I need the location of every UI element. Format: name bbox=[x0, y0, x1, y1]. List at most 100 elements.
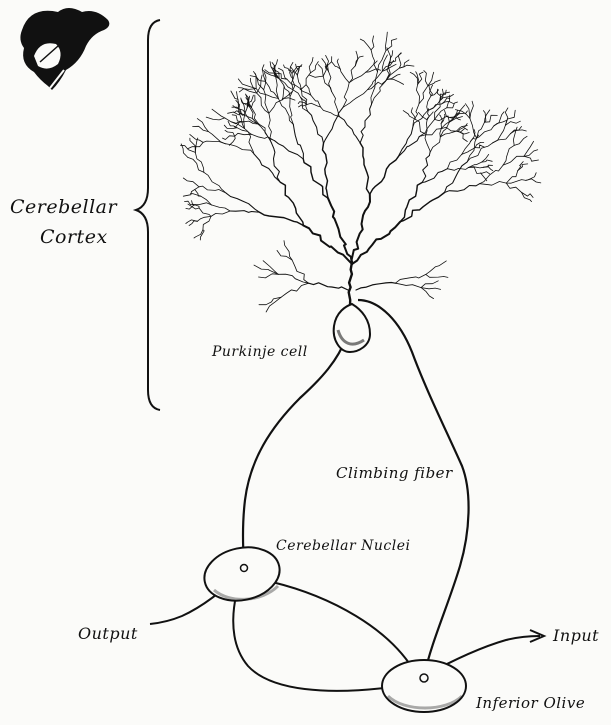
dendrite-branch bbox=[195, 152, 204, 172]
dendrite-branch bbox=[395, 283, 421, 287]
dendrite-branch bbox=[485, 115, 498, 122]
dendrite-branch bbox=[352, 222, 400, 264]
dendrite-branch bbox=[447, 154, 461, 168]
dendrite-branch bbox=[421, 288, 441, 290]
dendrite-branch bbox=[505, 121, 520, 125]
dendrite-branch bbox=[494, 112, 504, 126]
dendrite-branch bbox=[254, 265, 278, 274]
dendrite-branch bbox=[481, 172, 490, 174]
dendrite-branch bbox=[427, 96, 431, 111]
dendrite-branch bbox=[194, 230, 203, 238]
dendrite-branch bbox=[293, 90, 308, 112]
dendrite-branch bbox=[470, 101, 474, 118]
dendrite-branch bbox=[186, 220, 198, 224]
dendrite-branch bbox=[416, 84, 419, 103]
dendrite-branch bbox=[505, 110, 515, 125]
inferior-olive-body bbox=[382, 660, 466, 712]
dendrite-branch bbox=[514, 136, 527, 145]
dendrite-branch bbox=[360, 104, 371, 142]
dendrite-branch bbox=[309, 75, 323, 77]
dendrite-branch bbox=[332, 92, 340, 117]
dendrite-branch bbox=[188, 157, 204, 172]
dendrite-branch bbox=[503, 145, 514, 165]
dendrite-branch bbox=[421, 281, 438, 288]
dendrite-branch bbox=[419, 86, 428, 104]
dendrite-branch bbox=[482, 154, 489, 162]
dendrite-branch bbox=[493, 134, 511, 143]
dendrite-branch bbox=[321, 107, 340, 117]
climbing-fiber-label: Climbing fiber bbox=[336, 464, 453, 482]
dendrite-branch bbox=[447, 168, 468, 171]
dendrite-branch bbox=[368, 79, 388, 89]
dendrite-branch bbox=[328, 57, 332, 71]
dendrite-branch bbox=[456, 128, 467, 132]
dendrite-branch bbox=[199, 208, 211, 216]
dendrite-branch bbox=[526, 179, 541, 183]
dendrite-branch bbox=[493, 125, 506, 143]
cortex-bracket bbox=[136, 20, 160, 410]
dendrite-branch bbox=[370, 157, 398, 194]
dendrite-branch bbox=[467, 138, 476, 162]
dendrite-branch bbox=[352, 194, 370, 264]
dendrite-branch bbox=[281, 283, 309, 297]
leaf-logo bbox=[20, 8, 109, 90]
dendrite-branch bbox=[230, 211, 259, 213]
dendrite-branch bbox=[203, 216, 211, 229]
climbing-fiber bbox=[358, 300, 469, 676]
output-label: Output bbox=[78, 624, 138, 643]
dendrite-branch bbox=[340, 69, 349, 83]
dendrite-branch bbox=[441, 102, 453, 105]
dendrite-branch bbox=[422, 156, 429, 183]
olive-label: Inferior Olive bbox=[476, 694, 585, 712]
dendrite-branch bbox=[275, 141, 304, 159]
dendrite-branch bbox=[510, 130, 526, 134]
dendrite-branch bbox=[212, 109, 225, 118]
dendrite-branch bbox=[271, 143, 280, 183]
dendrite-branch bbox=[290, 97, 294, 125]
dendrite-branch bbox=[399, 65, 414, 68]
dendrite-branch bbox=[470, 119, 477, 139]
dendrite-branch bbox=[266, 297, 281, 312]
dendrite-branch bbox=[309, 57, 313, 72]
dendrite-branch bbox=[251, 134, 274, 141]
dendrite-branch bbox=[211, 211, 230, 216]
dendrite-branch bbox=[524, 156, 539, 161]
dendrite-branch bbox=[211, 205, 230, 211]
dendrite-branch bbox=[225, 130, 235, 136]
dendrite-branch bbox=[425, 134, 430, 155]
dendrite-branch bbox=[468, 167, 480, 173]
dendrite-branch bbox=[506, 183, 521, 192]
dendrite-branch bbox=[428, 99, 441, 110]
dendrite-branch bbox=[477, 126, 494, 138]
dendrite-branch bbox=[309, 283, 348, 290]
dendrite-branch bbox=[195, 138, 198, 152]
cortex-label-line1: Cerebellar bbox=[10, 196, 117, 218]
dendrite-branch bbox=[282, 98, 295, 100]
dendrite-branch bbox=[424, 71, 428, 86]
dendrite-branch bbox=[186, 205, 195, 210]
dendrite-branch bbox=[238, 79, 256, 89]
dendrite-branch bbox=[445, 110, 450, 122]
dendrite-branch bbox=[356, 283, 395, 291]
dendrite-branch bbox=[480, 165, 504, 184]
dendrite-branch bbox=[292, 260, 309, 283]
dendrite-branch bbox=[471, 130, 476, 142]
dendrite-branch bbox=[318, 65, 323, 77]
dendrite-trunk bbox=[349, 262, 352, 306]
dendrite-branch bbox=[429, 137, 440, 156]
dendrite-branch bbox=[360, 143, 370, 194]
dendrite-branch bbox=[307, 103, 321, 107]
dendrite-branch bbox=[226, 193, 259, 212]
dendrite-branch bbox=[518, 164, 528, 171]
purkinje-label: Purkinje cell bbox=[212, 344, 308, 360]
dendrite-branch bbox=[195, 203, 211, 205]
dendrite-branch bbox=[259, 297, 281, 304]
dendrite-branch bbox=[372, 81, 386, 104]
purkinje-dendritic-tree bbox=[181, 32, 541, 312]
dendrite-branch bbox=[259, 274, 279, 278]
dendrite-branch bbox=[206, 117, 225, 120]
dendrite-branch bbox=[421, 288, 434, 299]
dendrite-branch bbox=[308, 111, 324, 143]
